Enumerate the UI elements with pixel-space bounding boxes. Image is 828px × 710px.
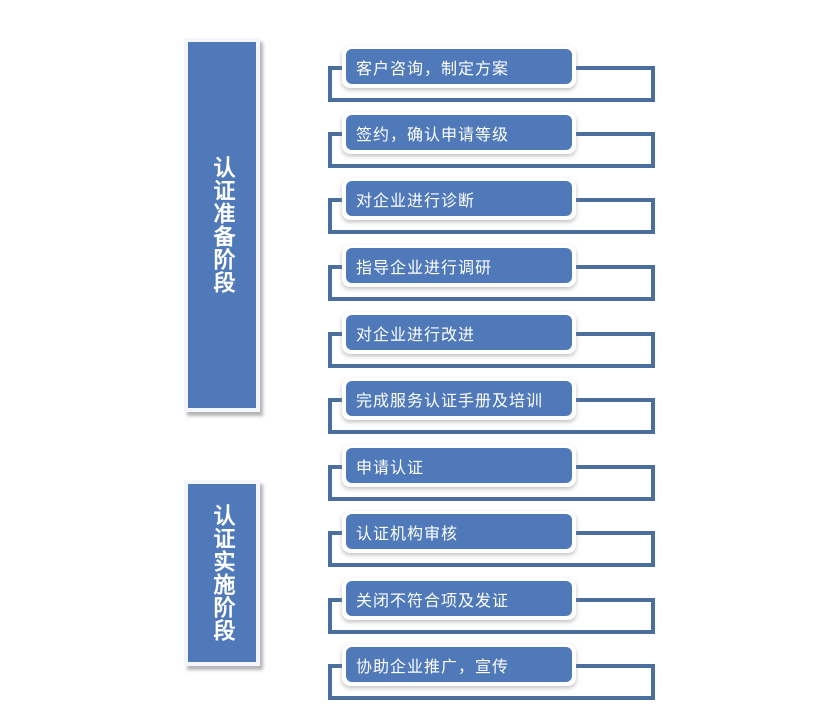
step-label: 对企业进行改进 <box>356 324 476 344</box>
phase-preparation: 认证准备阶段 <box>184 38 260 412</box>
phase-label: 认证准备阶段 <box>209 156 235 294</box>
phase-label: 认证实施阶段 <box>209 504 235 642</box>
step-box: 完成服务认证手册及培训 <box>342 378 576 420</box>
step-improvement: 对企业进行改进 <box>0 312 828 378</box>
step-box: 认证机构审核 <box>342 511 576 553</box>
step-apply-certification: 申请认证 <box>0 445 828 511</box>
step-box: 指导企业进行调研 <box>342 245 576 287</box>
step-label: 协助企业推广，宣传 <box>356 656 510 676</box>
step-box: 对企业进行诊断 <box>342 178 576 220</box>
step-audit: 认证机构审核 <box>0 511 828 577</box>
step-box: 关闭不符合项及发证 <box>342 578 576 620</box>
step-label: 申请认证 <box>356 457 425 477</box>
step-consultation: 客户咨询，制定方案 <box>0 46 828 112</box>
step-label: 关闭不符合项及发证 <box>356 590 510 610</box>
step-label: 客户咨询，制定方案 <box>356 58 510 78</box>
step-box: 协助企业推广，宣传 <box>342 644 576 686</box>
step-label: 对企业进行诊断 <box>356 190 476 210</box>
step-manual-training: 完成服务认证手册及培训 <box>0 378 828 444</box>
step-close-nonconformity: 关闭不符合项及发证 <box>0 578 828 644</box>
step-promotion: 协助企业推广，宣传 <box>0 644 828 710</box>
step-label: 指导企业进行调研 <box>356 257 493 277</box>
step-label: 认证机构审核 <box>356 523 459 543</box>
step-sign-contract: 签约，确认申请等级 <box>0 112 828 178</box>
step-research: 指导企业进行调研 <box>0 245 828 311</box>
step-box: 申请认证 <box>342 445 576 487</box>
step-box: 对企业进行改进 <box>342 312 576 354</box>
phase-implementation: 认证实施阶段 <box>184 480 260 666</box>
step-box: 签约，确认申请等级 <box>342 112 576 154</box>
step-diagnosis: 对企业进行诊断 <box>0 178 828 244</box>
step-label: 完成服务认证手册及培训 <box>356 390 544 410</box>
step-box: 客户咨询，制定方案 <box>342 46 576 88</box>
step-label: 签约，确认申请等级 <box>356 124 510 144</box>
